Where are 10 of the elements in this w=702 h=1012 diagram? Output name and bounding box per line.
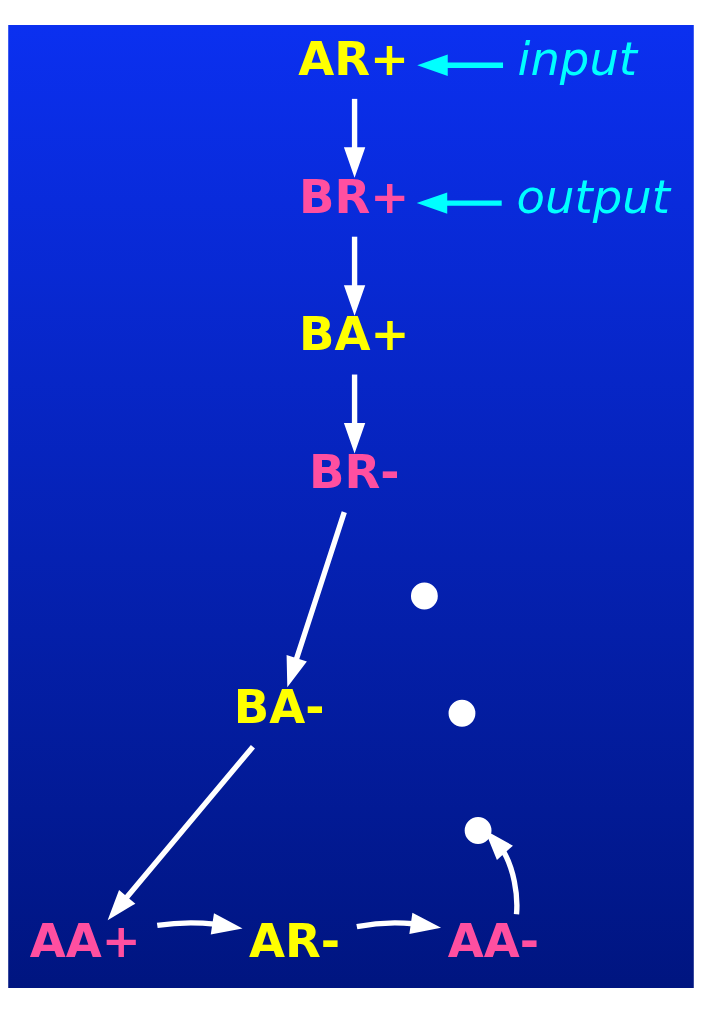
node-text: BA-	[233, 679, 325, 734]
node-text: BA+	[299, 306, 410, 361]
node-text: output	[516, 169, 671, 224]
node-text: AR+	[298, 31, 409, 86]
node-text: BR-	[308, 444, 400, 499]
node-text: input	[517, 31, 638, 86]
node-text: AA+	[29, 913, 141, 968]
node-text: AR-	[248, 913, 341, 968]
node-text: BR+	[299, 169, 410, 224]
node-text: AA-	[447, 913, 539, 968]
